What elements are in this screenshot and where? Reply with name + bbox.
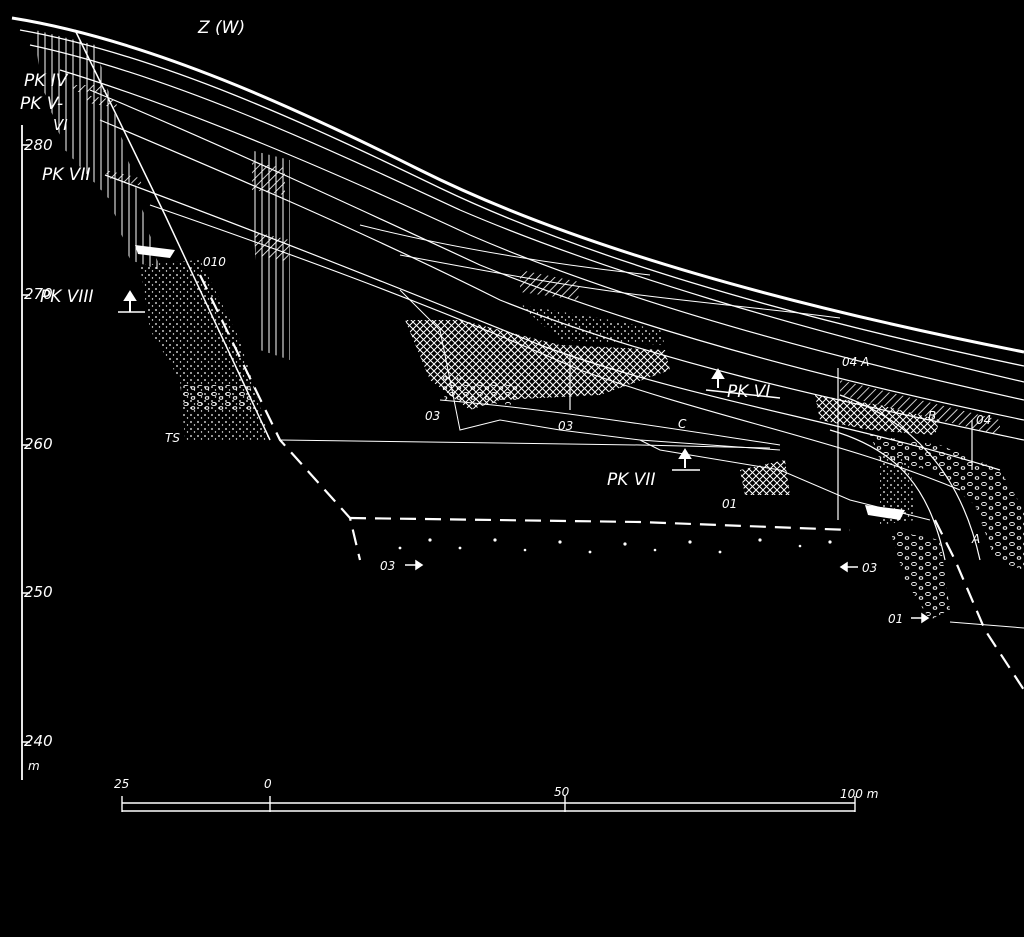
scale-bar: 25 0 50 100 m	[114, 777, 878, 812]
bedding-curve-right-2	[829, 429, 946, 561]
label-pk-viii: PK VIII	[40, 287, 93, 307]
white-lens-right	[865, 505, 905, 520]
elevation-tick-270: 270	[24, 285, 53, 303]
label-ts: TS	[165, 431, 180, 445]
lower-reference-line	[949, 621, 1024, 629]
dotted-column-right	[880, 455, 915, 525]
arrow-right-03	[405, 559, 424, 571]
arrow-up-pk-vi	[711, 368, 725, 388]
bedding-curve-right	[839, 394, 981, 561]
vertical-striped-column-center	[250, 150, 290, 360]
gravel-base-right	[890, 530, 950, 620]
stratum-line	[29, 44, 1024, 383]
left-profile-labels: PK IV PK V- VI PK VII PK VIII	[20, 71, 93, 307]
horizontal-reference-line	[279, 439, 771, 449]
label-04a: 04 A	[842, 355, 869, 369]
strata-lines	[11, 16, 1024, 491]
stratum-line	[359, 224, 651, 276]
stratum-line	[19, 29, 1024, 367]
scale-label-50: 50	[554, 785, 570, 799]
figure-title: Z (W)	[197, 18, 245, 38]
scale-label-25: 25	[114, 777, 129, 791]
label-04: 04	[976, 413, 991, 427]
label-01: 01	[722, 497, 737, 511]
cross-hatched-right	[815, 395, 940, 435]
dotted-lens-center	[520, 305, 665, 345]
arrow-up-pk-vii-center	[678, 448, 692, 468]
label-c: C	[678, 417, 687, 431]
label-b: B	[928, 409, 936, 423]
label-03-bottom-right: 03	[862, 561, 877, 575]
cross-hatched-lower	[740, 460, 790, 495]
label-pk-v-cont: VI	[53, 116, 68, 134]
stratum-line	[439, 399, 781, 446]
label-03-center: 03	[558, 419, 573, 433]
elevation-tick-260: 260	[24, 435, 53, 453]
excavation-right-dashed	[934, 519, 1024, 691]
hatched-band-right	[840, 380, 1000, 435]
label-pk-vii-center: PK VII	[607, 470, 655, 490]
stratum-line	[399, 254, 841, 319]
elevation-tick-240: 240	[24, 732, 53, 750]
excavation-outline-dashed	[199, 274, 362, 561]
label-pk-iv: PK IV	[24, 71, 69, 91]
elevation-tick-250: 250	[24, 583, 53, 601]
elevation-tick-280: 280	[24, 136, 53, 154]
stratum-line	[59, 69, 1024, 401]
arrow-up-pk-viii	[123, 290, 137, 312]
elevation-axis: 280 270 260 250 240 m	[21, 125, 53, 780]
fault-line-left	[74, 29, 271, 441]
hatched-layer-mid	[520, 270, 580, 300]
label-a: A	[971, 532, 980, 546]
label-01-right: 01	[888, 612, 903, 626]
arrow-left-03	[839, 561, 858, 573]
section-labels: 010 TS 03 03 C PK VI PK VII 01 03 03 04 …	[165, 255, 991, 626]
structural-lines	[74, 29, 1024, 691]
white-lens-left	[135, 245, 175, 258]
label-pk-vii: PK VII	[42, 165, 90, 185]
ground-surface-line	[11, 16, 1024, 354]
label-03-left: 03	[425, 409, 440, 423]
stratum-line	[89, 89, 1024, 421]
elevation-unit: m	[28, 759, 40, 773]
contact-line-lower	[639, 439, 931, 521]
deposit-patches	[35, 30, 1024, 620]
arrow-right-01	[911, 612, 930, 624]
pebble-lens-center	[440, 375, 520, 405]
scale-label-0: 0	[264, 777, 272, 791]
scale-label-100m: 100 m	[840, 787, 878, 801]
label-pk-vi: PK VI	[727, 382, 770, 402]
pebble-arc-right	[870, 435, 1024, 570]
label-pk-v: PK V-	[20, 94, 63, 114]
vertical-striped-column-left	[35, 30, 160, 270]
label-010: 010	[203, 255, 226, 269]
excavation-base-dashed	[349, 516, 851, 532]
label-03-bottom-left: 03	[380, 559, 395, 573]
pebble-layer-left	[180, 385, 255, 412]
bottom-gravel-marks	[398, 538, 832, 554]
arrows	[118, 290, 930, 624]
